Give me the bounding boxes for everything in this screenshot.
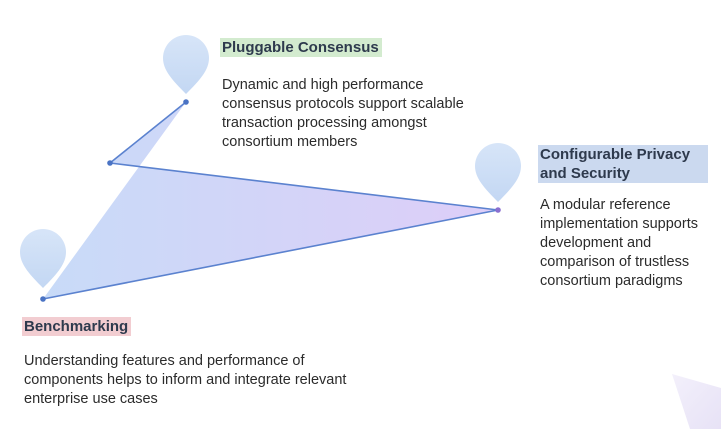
heading-configurable-privacy: Configurable Privacy and Security [538,145,708,183]
vertex-dot [495,207,501,213]
corner-decoration [672,374,721,429]
map-pin-icon [163,35,209,94]
vertex-dot [40,296,46,302]
vertex-dot [183,99,189,105]
description-configurable-privacy: A modular reference implementation suppo… [540,197,698,289]
description-benchmarking: Understanding features and performance o… [24,353,347,407]
connection-line [42,101,499,300]
description-pluggable-consensus: Dynamic and high performance consensus p… [222,77,464,150]
heading-benchmarking: Benchmarking [22,317,132,336]
heading-pluggable-consensus: Pluggable Consensus [220,38,382,57]
map-pin-icon [475,143,521,202]
connection-shape [43,102,498,299]
map-pin-icon [20,229,66,288]
vertex-dot [107,160,113,166]
